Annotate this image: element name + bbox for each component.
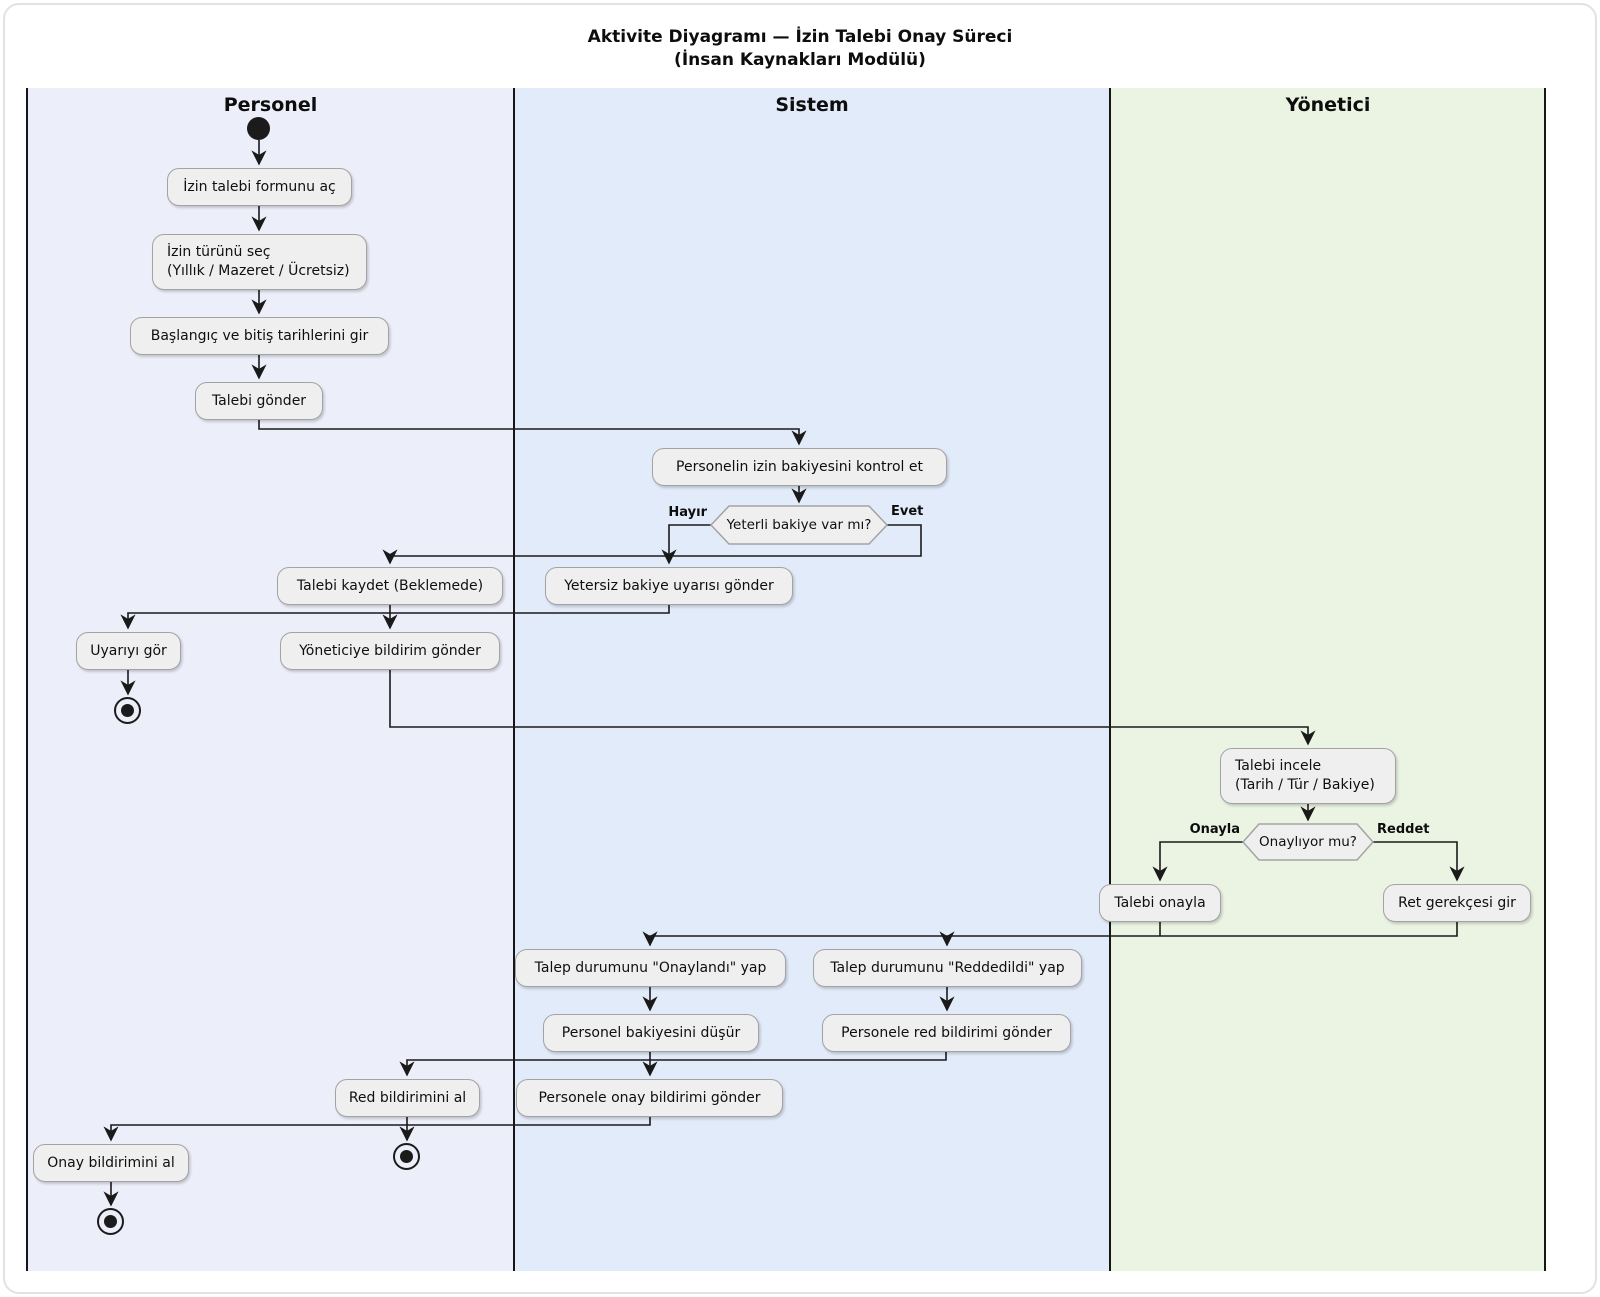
final-node-uyari-dot [121,704,134,717]
activity-ret-gerekcesi: Ret gerekçesi gir [1383,884,1531,922]
lane-border-personel-sistem [513,88,515,1271]
diagram-title: Aktivite Diyagramı — İzin Talebi Onay Sü… [0,26,1600,72]
lane-border-left [26,88,28,1271]
activity-durum-reddedildi: Talep durumunu "Reddedildi" yap [813,949,1082,987]
diagram-title-line2: (İnsan Kaynakları Modülü) [674,49,926,70]
final-node-red [393,1143,420,1170]
activity-bakiye-kontrol: Personelin izin bakiyesini kontrol et [652,448,947,486]
activity-izin-turunu-sec: İzin türünü seç (Yıllık / Mazeret / Ücre… [152,234,367,290]
final-node-red-dot [400,1150,413,1163]
activity-yoneticiye-bildirim: Yöneticiye bildirim gönder [280,632,500,670]
edge-label-evet: Evet [891,504,924,519]
lane-border-right [1544,88,1546,1271]
decision-yeterli-bakiye-label: Yeterli bakiye var mı? [726,517,872,533]
lane-header-sistem: Sistem [775,94,849,116]
activity-bakiye-dusur: Personel bakiyesini düşür [543,1014,759,1052]
activity-tarihleri-gir: Başlangıç ve bitiş tarihlerini gir [130,317,389,355]
lane-yonetici [1110,88,1546,1271]
activity-uyariyi-gor: Uyarıyı gör [76,632,181,670]
activity-red-bildirimini-al: Red bildirimini al [335,1079,480,1117]
edge-label-hayir: Hayır [668,505,707,520]
activity-talebi-gonder: Talebi gönder [195,382,323,420]
decision-onayliyor-mu-label: Onaylıyor mu? [1259,834,1357,850]
activity-onay-bildirimi-gonder: Personele onay bildirimi gönder [516,1079,783,1117]
activity-onay-bildirimini-al: Onay bildirimini al [33,1144,189,1182]
activity-talebi-onayla: Talebi onayla [1099,884,1221,922]
activity-yetersiz-uyari: Yetersiz bakiye uyarısı gönder [545,567,793,605]
activity-red-bildirimi-gonder: Personele red bildirimi gönder [822,1014,1071,1052]
lane-border-sistem-yonetici [1109,88,1111,1271]
start-node [247,117,270,140]
edge-label-onayla: Onayla [1189,822,1240,837]
lane-header-personel: Personel [223,94,318,116]
activity-durum-onaylandi: Talep durumunu "Onaylandı" yap [515,949,786,987]
final-node-onay [97,1208,124,1235]
final-node-uyari [114,697,141,724]
edge-label-reddet: Reddet [1377,822,1430,837]
activity-izin-talebi-formunu-ac: İzin talebi formunu aç [167,168,352,206]
final-node-onay-dot [104,1215,117,1228]
lane-header-yonetici: Yönetici [1285,94,1371,116]
diagram-title-line1: Aktivite Diyagramı — İzin Talebi Onay Sü… [587,27,1013,47]
activity-talebi-incele: Talebi incele (Tarih / Tür / Bakiye) [1220,748,1396,804]
activity-talebi-kaydet: Talebi kaydet (Beklemede) [277,567,503,605]
